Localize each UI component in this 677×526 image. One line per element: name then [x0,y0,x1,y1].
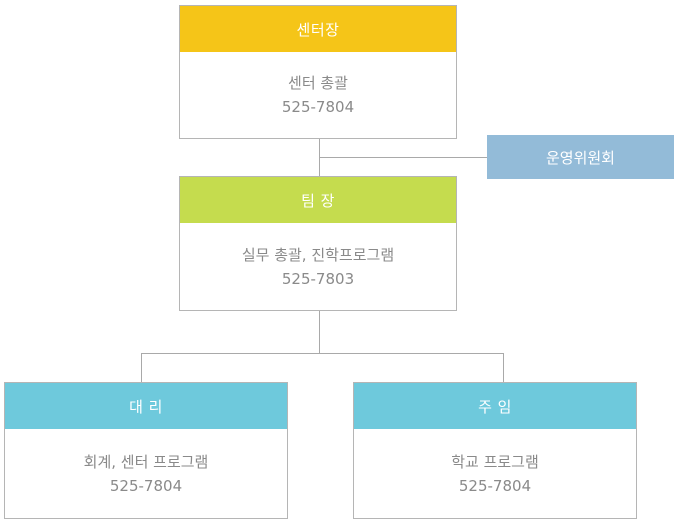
director-details: 센터 총괄 525-7804 [180,52,456,138]
director-phone: 525-7804 [281,98,355,116]
leader-title: 팀 장 [180,177,456,223]
director-box: 센터장 센터 총괄 525-7804 [179,5,457,139]
assistant-manager-phone: 525-7804 [109,476,183,495]
connector-committee [319,157,488,158]
assistant-manager-box: 대 리 회계, 센터 프로그램 525-7804 [4,382,288,519]
assistant-manager-details: 회계, 센터 프로그램 525-7804 [5,429,287,518]
leader-details: 실무 총괄, 진학프로그램 525-7803 [180,223,456,310]
committee-title: 운영위원회 [545,148,615,167]
manager-title: 주 임 [354,383,636,429]
connector-left-down [141,353,142,383]
director-role: 센터 총괄 [288,74,348,92]
committee-box: 운영위원회 [487,135,674,179]
manager-box: 주 임 학교 프로그램 525-7804 [353,382,637,519]
assistant-manager-role: 회계, 센터 프로그램 [83,452,209,471]
manager-role: 학교 프로그램 [451,452,539,471]
leader-role: 실무 총괄, 진학프로그램 [241,245,395,264]
director-title: 센터장 [180,6,456,52]
manager-phone: 525-7804 [458,476,532,495]
connector-leader-down [319,310,320,354]
assistant-manager-title: 대 리 [5,383,287,429]
connector-right-down [503,353,504,383]
leader-phone: 525-7803 [281,269,355,288]
manager-details: 학교 프로그램 525-7804 [354,429,636,518]
leader-box: 팀 장 실무 총괄, 진학프로그램 525-7803 [179,176,457,311]
connector-horizontal [141,353,504,354]
